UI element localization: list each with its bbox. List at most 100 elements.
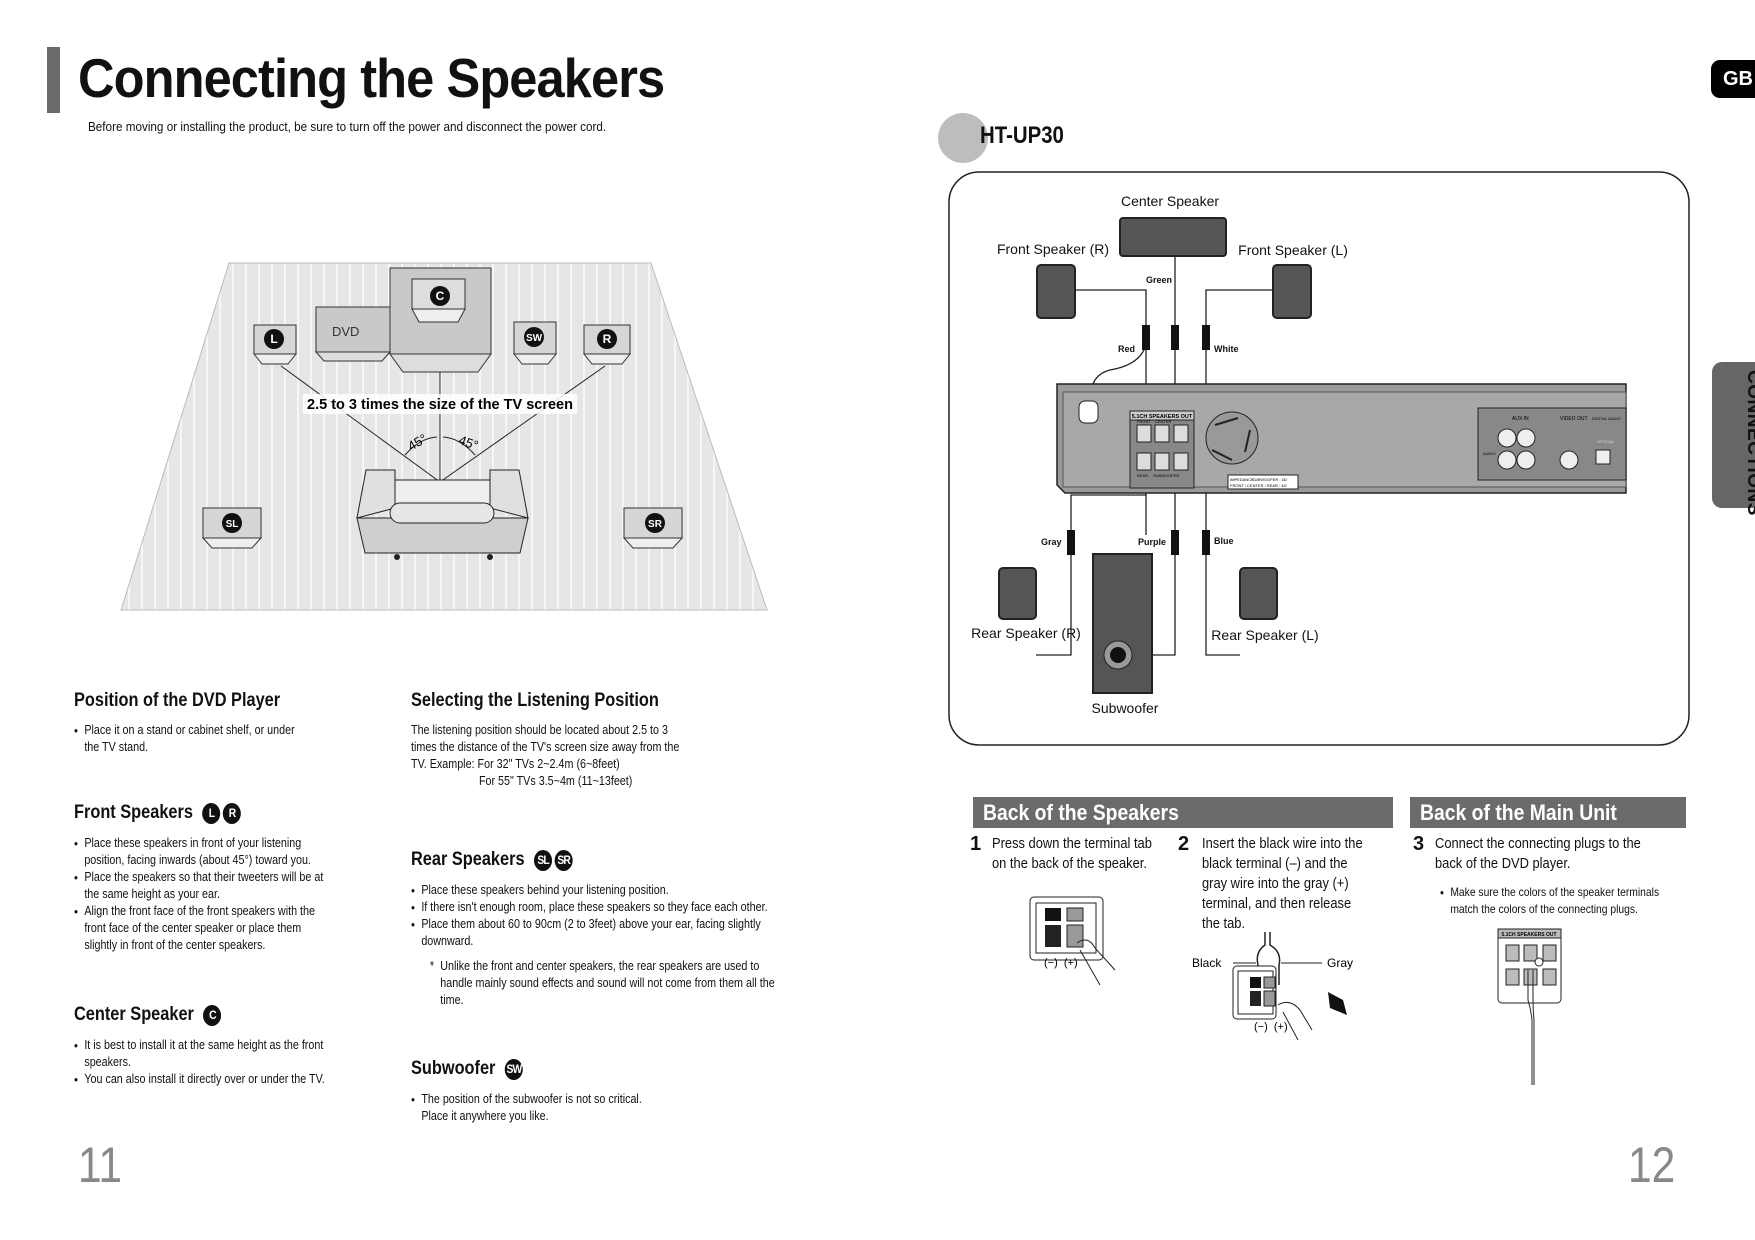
bullet: It is best to install it at the same hei… — [74, 1037, 328, 1071]
section-heading: Position of the DVD Player — [74, 690, 358, 712]
step3-illustration: 5.1CH SPEAKERS OUT — [1497, 928, 1562, 1085]
back-speakers-heading: Back of the Speakers — [983, 800, 1179, 825]
back-unit-header: Back of the Main Unit — [1410, 797, 1686, 828]
heading-text: Front Speakers — [74, 802, 193, 823]
step3-bullet: Make sure the colors of the speaker term… — [1440, 884, 1689, 918]
panel-impedance-label: IMPEDANCE — [1230, 477, 1254, 482]
rear-left-speaker-box — [1239, 567, 1278, 620]
wire-gray-label: Gray — [1041, 537, 1062, 547]
text-line: times the distance of the TV's screen si… — [411, 740, 680, 754]
connection-diagram: 5.1CH SPEAKERS OUT FRONT CENTER REAR SUB… — [948, 171, 1690, 746]
bullet: Place it on a stand or cabinet shelf, or… — [74, 722, 306, 756]
bullet: If there isn't enough room, place these … — [411, 899, 794, 916]
bullet: Place them about 60 to 90cm (2 to 3feet)… — [411, 916, 761, 950]
step1-text: Press down the terminal tab on the back … — [992, 835, 1152, 872]
room-layout-diagram: DVD 2.5 to 3 times the size of the TV sc… — [120, 262, 768, 611]
badge-sl: SL — [226, 519, 239, 530]
step1-number: 1 — [970, 833, 982, 855]
subwoofer-label: Subwoofer — [1092, 700, 1159, 716]
section-listening-position: Selecting the Listening Position The lis… — [411, 690, 789, 790]
panel-center-label: CENTER — [1155, 419, 1172, 424]
page-title: Connecting the Speakers — [78, 47, 665, 109]
section-tab-label: CONNECTIONS — [1743, 370, 1755, 516]
center-speaker-label: Center Speaker — [1121, 193, 1219, 209]
language-tab-label: GB — [1723, 68, 1753, 90]
dvd-player: DVD — [314, 306, 392, 362]
center-speaker-box — [1119, 217, 1227, 257]
step1-illustration: (−) (+) — [1029, 896, 1116, 986]
heading-text: Rear Speakers — [411, 849, 525, 870]
badge-c: C — [203, 1004, 222, 1026]
wire-purple-label: Purple — [1138, 537, 1166, 547]
bullet: Align the front face of the front speake… — [74, 903, 323, 954]
page-subtitle: Before moving or installing the product,… — [88, 119, 607, 134]
panel-rear-label: REAR — [1137, 473, 1148, 478]
step3-number: 3 — [1413, 833, 1425, 855]
main-unit-back: 5.1CH SPEAKERS OUT FRONT CENTER REAR SUB… — [1056, 383, 1627, 494]
wire-white-label: White — [1214, 344, 1239, 354]
badge-sw: SW — [504, 1058, 523, 1080]
badge-r: R — [603, 332, 612, 346]
model-name: HT-UP30 — [980, 122, 1064, 149]
page-number-right: 12 — [1628, 1137, 1676, 1193]
bullet: The position of the subwoofer is not so … — [411, 1091, 643, 1125]
step2-terminal-labels: (−) (+) — [1254, 1021, 1288, 1033]
rear-right-speaker-box — [998, 567, 1037, 620]
title-accent-bar — [47, 47, 60, 113]
wire-blue-label: Blue — [1214, 536, 1234, 546]
panel-impedance-sw: SUBWOOFER : 3Ω — [1252, 477, 1287, 482]
badge-l: L — [202, 802, 221, 824]
language-tab: GB — [1711, 60, 1755, 98]
panel-audio-label: AUDIO — [1483, 451, 1496, 456]
panel-front-label: FRONT — [1137, 419, 1151, 424]
listening-lines — [280, 365, 606, 483]
note-asterisk: * — [429, 959, 435, 973]
speaker-surround-right — [622, 507, 684, 549]
badge-sr: SR — [648, 519, 663, 530]
badge-r: R — [223, 802, 242, 824]
text-line: For 55" TVs 3.5~4m (11~13feet) — [478, 774, 633, 788]
panel-optical-label: OPTICAL — [1597, 439, 1615, 444]
rear-right-label: Rear Speaker (R) — [971, 625, 1081, 641]
tv — [389, 267, 492, 373]
heading-text: Selecting the Listening Position — [411, 690, 659, 711]
front-left-label: Front Speaker (L) — [1238, 242, 1348, 258]
heading-text: Subwoofer — [411, 1058, 496, 1079]
step2-number: 2 — [1178, 833, 1190, 855]
subwoofer-box — [1092, 553, 1153, 694]
panel-speakers-out-label: 5.1CH SPEAKERS OUT — [1132, 414, 1193, 420]
panel-digital-audio-label: DIGITAL AUDIO — [1592, 416, 1621, 421]
section-center-speaker: Center Speaker C It is best to install it… — [74, 1004, 358, 1088]
badge-sr: SR — [554, 849, 573, 871]
badge-l: L — [270, 332, 277, 346]
badge-c: C — [436, 289, 445, 303]
angle-right-label: 45° — [457, 432, 481, 453]
note-text: Unlike the front and center speakers, th… — [440, 959, 775, 1007]
page-number-left: 11 — [78, 1137, 123, 1193]
front-left-speaker-box — [1272, 264, 1312, 319]
bullet: Place these speakers behind your listeni… — [411, 882, 794, 899]
sofa — [356, 469, 529, 560]
step2-black-label: Black — [1192, 956, 1222, 970]
back-speakers-header: Back of the Speakers — [973, 797, 1393, 828]
room-badges: C L SW R SL SR — [222, 286, 665, 533]
step1-terminal-labels: (−) (+) — [1044, 957, 1078, 969]
section-front-speakers: Front Speakers LR Place these speakers in… — [74, 802, 358, 954]
heading-text: Center Speaker — [74, 1004, 194, 1025]
front-right-speaker-box — [1036, 264, 1076, 319]
bullet: You can also install it directly over or… — [74, 1071, 328, 1088]
badge-sw: SW — [526, 333, 543, 344]
bullet: Place these speakers in front of your li… — [74, 835, 323, 869]
step3-panel-label: 5.1CH SPEAKERS OUT — [1501, 932, 1556, 938]
panel-impedance-other: FRONT / CENTER / REAR : 4Ω — [1230, 483, 1286, 488]
front-right-label: Front Speaker (R) — [997, 241, 1109, 257]
wire-red-label: Red — [1118, 344, 1135, 354]
heading-text: Position of the DVD Player — [74, 690, 281, 711]
badge-sl: SL — [534, 849, 553, 871]
step2-gray-label: Gray — [1327, 956, 1353, 970]
distance-label: 2.5 to 3 times the size of the TV screen — [307, 397, 573, 413]
panel-video-out-label: VIDEO OUT — [1560, 416, 1588, 422]
back-unit-heading: Back of the Main Unit — [1420, 800, 1617, 825]
